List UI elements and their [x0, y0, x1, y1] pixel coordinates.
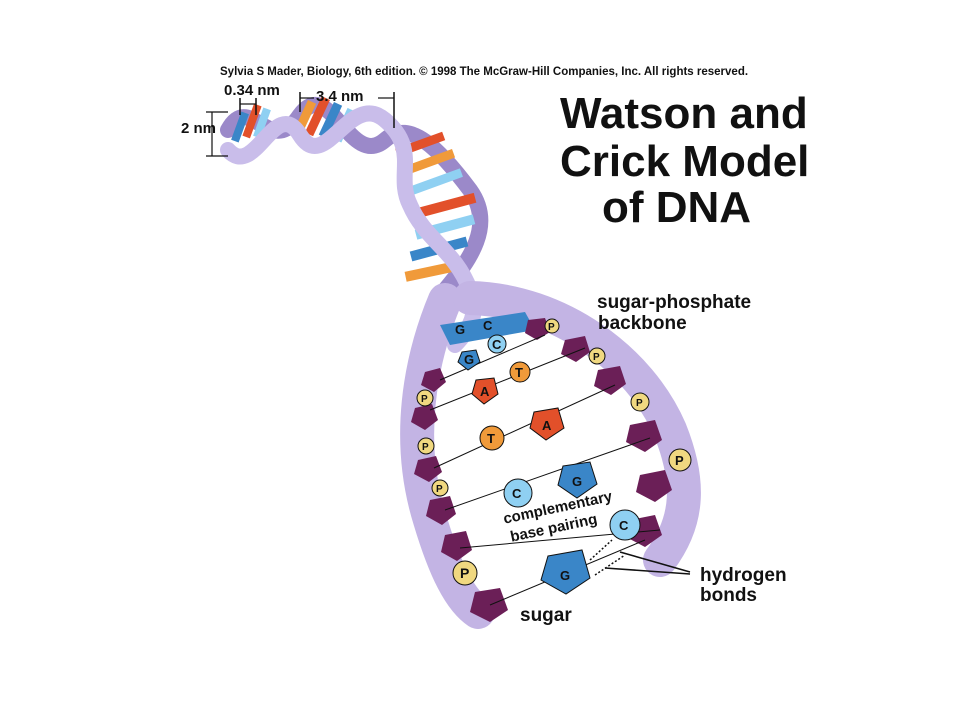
dimension-markers [206, 92, 395, 157]
flat-pair-g: G [455, 322, 465, 337]
svg-text:G: G [464, 352, 474, 367]
right-phosphates: P P P P [544, 318, 692, 472]
base-pairs: G C A T T A C G [429, 334, 661, 606]
svg-text:G: G [560, 568, 570, 583]
sugar-marker [470, 588, 508, 622]
dimension-width-label: 2 nm [181, 120, 217, 137]
svg-text:P: P [421, 394, 428, 405]
left-phosphates: P P P P [416, 389, 478, 586]
dimension-pitch-label: 0.34 nm [224, 82, 280, 99]
right-sugars [525, 318, 672, 547]
title-line-1: Watson and [560, 89, 808, 138]
title-line-2: Crick Model [560, 137, 810, 186]
title-line-3: of DNA [602, 183, 752, 232]
svg-text:C: C [492, 337, 502, 352]
svg-text:P: P [593, 352, 600, 363]
svg-text:T: T [515, 365, 523, 380]
svg-text:G: G [572, 474, 582, 489]
flat-pair-c: C [483, 318, 493, 333]
svg-text:P: P [422, 442, 429, 453]
hbonds-label-line-2: bonds [700, 585, 757, 606]
svg-text:T: T [487, 431, 495, 446]
right-backbone [453, 281, 701, 577]
svg-text:P: P [460, 565, 469, 581]
helix-base-stripes [231, 96, 477, 282]
dimension-turn-label: 3.4 nm [316, 88, 364, 105]
sugar-label: sugar [520, 605, 572, 626]
left-sugars [411, 368, 508, 622]
copyright-credit: Sylvia S Mader, Biology, 6th edition. © … [220, 66, 749, 78]
flat-pair-gc [440, 312, 535, 345]
unwound-ladder: G C P P P P [400, 281, 701, 629]
hbond-pointer-2 [604, 567, 691, 575]
svg-text:P: P [675, 453, 684, 468]
svg-text:A: A [542, 418, 552, 433]
svg-text:A: A [480, 384, 490, 399]
svg-text:P: P [548, 322, 555, 333]
svg-text:C: C [512, 486, 522, 501]
backbone-label-line-1: sugar-phosphate [597, 292, 752, 313]
hbond-pointer-1 [619, 551, 691, 573]
svg-text:P: P [436, 484, 443, 495]
hbonds-label-line-1: hydrogen [700, 565, 787, 586]
backbone-label-line-2: backbone [598, 313, 687, 334]
left-backbone [400, 283, 495, 629]
svg-text:C: C [619, 518, 629, 533]
svg-text:P: P [636, 398, 643, 409]
